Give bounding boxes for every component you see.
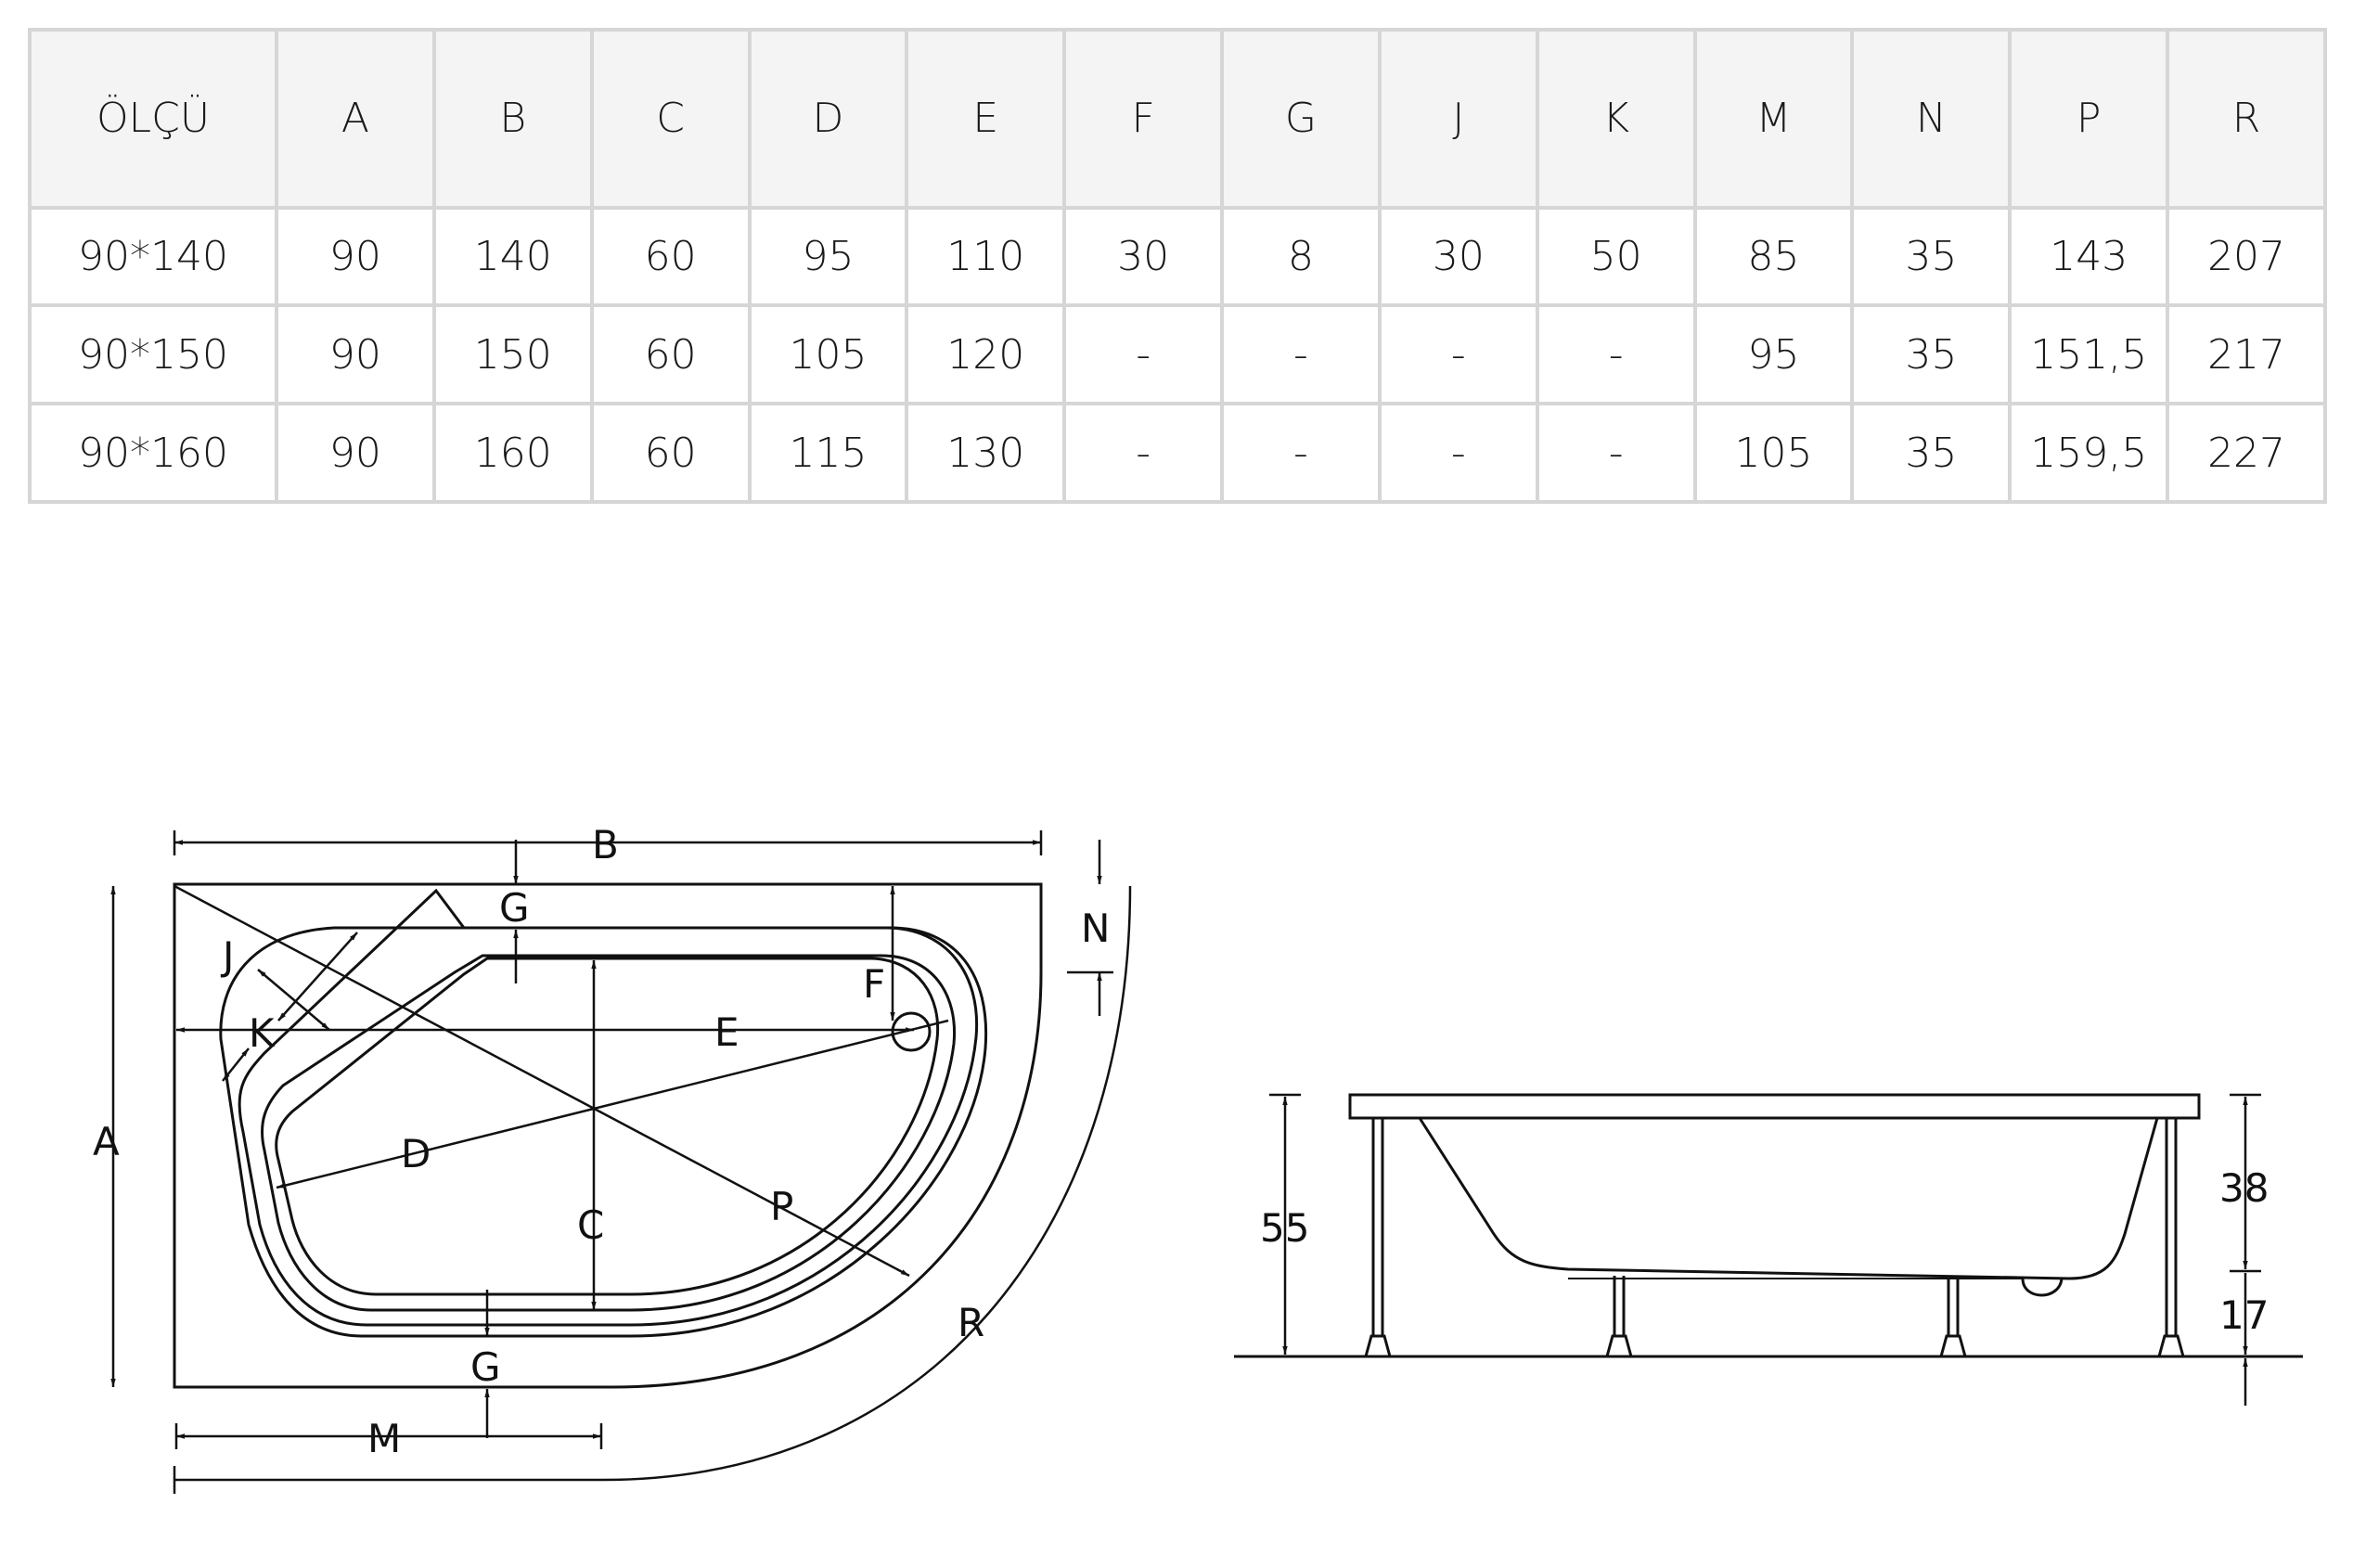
table-cell: 90 bbox=[275, 205, 436, 308]
table-cell: - bbox=[1220, 402, 1382, 504]
table-cell: 60 bbox=[589, 205, 752, 308]
table-cell: 30 bbox=[1377, 205, 1539, 308]
table-cell: 90*160 bbox=[28, 402, 278, 504]
drain-circle bbox=[891, 1011, 932, 1052]
dimension-table: ÖLÇÜ A B C D E F G J K M N P R 90*140 90… bbox=[28, 28, 2327, 504]
label-K: K bbox=[249, 1010, 276, 1056]
label-F: F bbox=[863, 961, 885, 1007]
table-cell: 140 bbox=[431, 205, 594, 308]
header-cell: P bbox=[2008, 28, 2170, 210]
label-M: M bbox=[367, 1416, 401, 1461]
header-cell: F bbox=[1062, 28, 1225, 210]
table-cell: 50 bbox=[1535, 205, 1697, 308]
foot-1 bbox=[1364, 1334, 1392, 1358]
label-J: J bbox=[220, 933, 234, 979]
tub-outer-outline bbox=[173, 882, 1043, 1389]
dimension-line-K-small bbox=[222, 1047, 250, 1082]
table-cell: - bbox=[1220, 303, 1382, 406]
table-cell: - bbox=[1535, 303, 1697, 406]
drain-bump bbox=[2021, 1278, 2064, 1297]
table-cell: 130 bbox=[905, 402, 1067, 504]
table-row: 90*140 90 140 60 95 110 30 8 30 50 85 35… bbox=[28, 205, 2327, 308]
basin-inner-outline bbox=[261, 954, 957, 1312]
top-view-drawing bbox=[110, 830, 1132, 1494]
basin-outer-outline bbox=[238, 888, 979, 1327]
label-N: N bbox=[1081, 906, 1110, 951]
header-cell: D bbox=[747, 28, 909, 210]
table-row: 90*160 90 160 60 115 130 - - - - 105 35 … bbox=[28, 402, 2327, 504]
table-cell: 8 bbox=[1220, 205, 1382, 308]
dimension-line-R bbox=[174, 885, 1132, 1482]
table-cell: 217 bbox=[2166, 303, 2327, 406]
table-cell: 95 bbox=[747, 205, 909, 308]
table-cell: 90 bbox=[275, 402, 436, 504]
table-cell: - bbox=[1062, 303, 1225, 406]
table-cell: 85 bbox=[1692, 205, 1855, 308]
table-cell: 105 bbox=[1692, 402, 1855, 504]
header-cell: J bbox=[1377, 28, 1539, 210]
table-cell: 143 bbox=[2008, 205, 2170, 308]
table-cell: - bbox=[1377, 303, 1539, 406]
label-G-top: G bbox=[499, 885, 530, 931]
top-view-labels: A B G J K E F D C P G M R N bbox=[93, 822, 1110, 1461]
header-cell: B bbox=[431, 28, 594, 210]
tub-rim-outline bbox=[219, 926, 988, 1338]
header-cell: E bbox=[905, 28, 1067, 210]
dimension-line-D bbox=[276, 1019, 949, 1189]
label-A: A bbox=[93, 1119, 120, 1164]
foot-2 bbox=[2157, 1334, 2185, 1358]
header-cell: ÖLÇÜ bbox=[28, 28, 278, 210]
table-header-row: ÖLÇÜ A B C D E F G J K M N P R bbox=[28, 28, 2327, 210]
basin-bottom-outline bbox=[275, 957, 940, 1296]
tub-rim bbox=[1348, 1093, 2201, 1120]
header-cell: C bbox=[589, 28, 752, 210]
table-cell: 60 bbox=[589, 402, 752, 504]
label-55: 55 bbox=[1260, 1205, 1309, 1251]
table-cell: 90*150 bbox=[28, 303, 278, 406]
table-cell: 159,5 bbox=[2008, 402, 2170, 504]
table-cell: 150 bbox=[431, 303, 594, 406]
header-cell: A bbox=[275, 28, 436, 210]
dimension-line-P bbox=[174, 884, 910, 1278]
header-cell: M bbox=[1692, 28, 1855, 210]
label-D: D bbox=[401, 1131, 431, 1176]
header-cell: N bbox=[1850, 28, 2012, 210]
header-cell: K bbox=[1535, 28, 1697, 210]
table-cell: 35 bbox=[1850, 402, 2012, 504]
table-cell: - bbox=[1535, 402, 1697, 504]
table-row: 90*150 90 150 60 105 120 - - - - 95 35 1… bbox=[28, 303, 2327, 406]
table-cell: 227 bbox=[2166, 402, 2327, 504]
label-38: 38 bbox=[2219, 1165, 2269, 1211]
label-17: 17 bbox=[2219, 1292, 2269, 1338]
label-B: B bbox=[592, 822, 619, 868]
table-cell: 120 bbox=[905, 303, 1067, 406]
table-cell: 90 bbox=[275, 303, 436, 406]
label-P: P bbox=[770, 1184, 793, 1229]
table-cell: 151,5 bbox=[2008, 303, 2170, 406]
side-view-drawing bbox=[1234, 1093, 2303, 1406]
table-cell: 60 bbox=[589, 303, 752, 406]
table-cell: 110 bbox=[905, 205, 1067, 308]
table-cell: 115 bbox=[747, 402, 909, 504]
header-cell: G bbox=[1220, 28, 1382, 210]
table-cell: 160 bbox=[431, 402, 594, 504]
table-cell: 90*140 bbox=[28, 205, 278, 308]
label-C: C bbox=[577, 1202, 604, 1248]
table-cell: - bbox=[1062, 402, 1225, 504]
table-cell: - bbox=[1377, 402, 1539, 504]
label-E: E bbox=[714, 1009, 739, 1055]
label-G-bottom: G bbox=[470, 1344, 501, 1390]
dimension-line-K bbox=[277, 932, 358, 1022]
table-cell: 35 bbox=[1850, 205, 2012, 308]
table-cell: 35 bbox=[1850, 303, 2012, 406]
header-cell: R bbox=[2166, 28, 2327, 210]
label-R: R bbox=[958, 1300, 984, 1345]
side-view-labels: 55 38 17 bbox=[1260, 1165, 2269, 1338]
table-cell: 105 bbox=[747, 303, 909, 406]
table-cell: 95 bbox=[1692, 303, 1855, 406]
tub-body bbox=[1418, 1117, 2159, 1280]
table-cell: 207 bbox=[2166, 205, 2327, 308]
table-cell: 30 bbox=[1062, 205, 1225, 308]
